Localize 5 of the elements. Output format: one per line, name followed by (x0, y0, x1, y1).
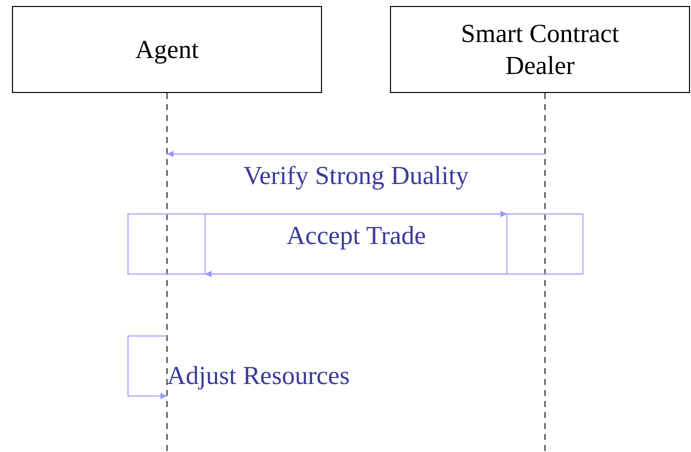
message-arrow (205, 270, 507, 278)
message-arrow (127, 335, 167, 400)
message-arrow (167, 150, 545, 158)
message-label: Adjust Resources (167, 361, 350, 391)
message-arrow (205, 210, 507, 218)
